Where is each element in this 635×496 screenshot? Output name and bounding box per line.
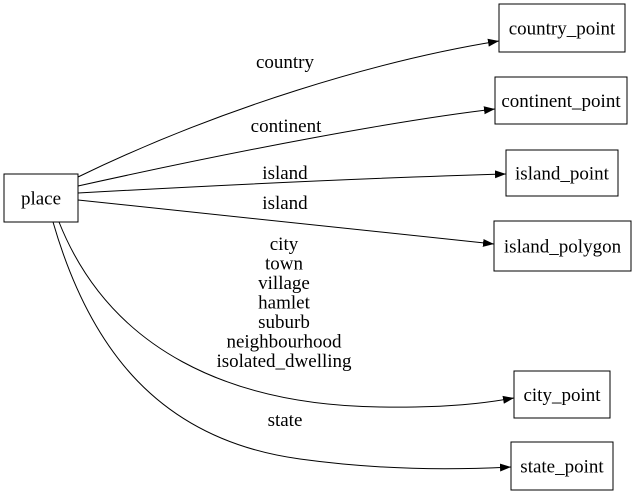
edge-place-to-city_point — [58, 221, 515, 408]
node-state_point-label: state_point — [520, 457, 604, 478]
edge-label-line: suburb — [258, 312, 310, 333]
node-continent_point: continent_point — [494, 76, 628, 125]
node-island_polygon-box — [493, 220, 632, 272]
node-island_point: island_point — [505, 149, 619, 197]
edge-label-line: country — [256, 52, 315, 73]
edge-label-island_polygon: island — [262, 193, 308, 214]
edge-label-line: town — [265, 254, 304, 275]
edge-label-country_point: country — [256, 52, 315, 73]
edge-label-continent_point: continent — [251, 116, 322, 137]
node-country_point-box — [498, 3, 626, 53]
edge-place-to-island_point — [77, 170, 507, 194]
node-state_point: state_point — [510, 441, 614, 491]
node-city_point-label: city_point — [523, 385, 601, 406]
edge-label-line: island — [262, 163, 308, 184]
edge-label-island_point: island — [262, 163, 308, 184]
node-island_point-label: island_point — [515, 164, 610, 185]
edge-label-line: village — [258, 273, 310, 294]
node-place-box — [3, 173, 79, 223]
edge-place-to-continent_point — [77, 106, 496, 187]
edge-label-line: island — [262, 193, 308, 214]
edge-label-line: continent — [251, 116, 322, 137]
node-place: place — [3, 173, 79, 223]
node-island_polygon-label: island_polygon — [504, 237, 622, 258]
edge-place-to-country_point — [77, 38, 500, 178]
edge-place-to-state_point — [52, 221, 512, 472]
edge-place-to-island_polygon — [77, 199, 495, 247]
edge-label-line: hamlet — [258, 293, 310, 314]
node-country_point: country_point — [498, 3, 626, 53]
nodes-layer: place country_point continent_point island_… — [3, 3, 632, 491]
node-state_point-box — [510, 441, 614, 491]
node-island_point-box — [505, 149, 619, 197]
edge-label-line: city — [270, 234, 299, 255]
edge-label-line: isolated_dwelling — [216, 351, 352, 372]
node-island_polygon: island_polygon — [493, 220, 632, 272]
edge-label-line: neighbourhood — [226, 332, 342, 353]
node-continent_point-label: continent_point — [501, 91, 621, 112]
edge-label-line: state — [268, 410, 303, 431]
node-city_point-box — [513, 370, 611, 419]
node-place-label: place — [21, 189, 61, 210]
edges-layer — [52, 38, 515, 472]
node-continent_point-box — [494, 76, 628, 125]
node-city_point: city_point — [513, 370, 611, 419]
edge-label-state_point: state — [268, 410, 303, 431]
node-country_point-label: country_point — [509, 19, 616, 40]
